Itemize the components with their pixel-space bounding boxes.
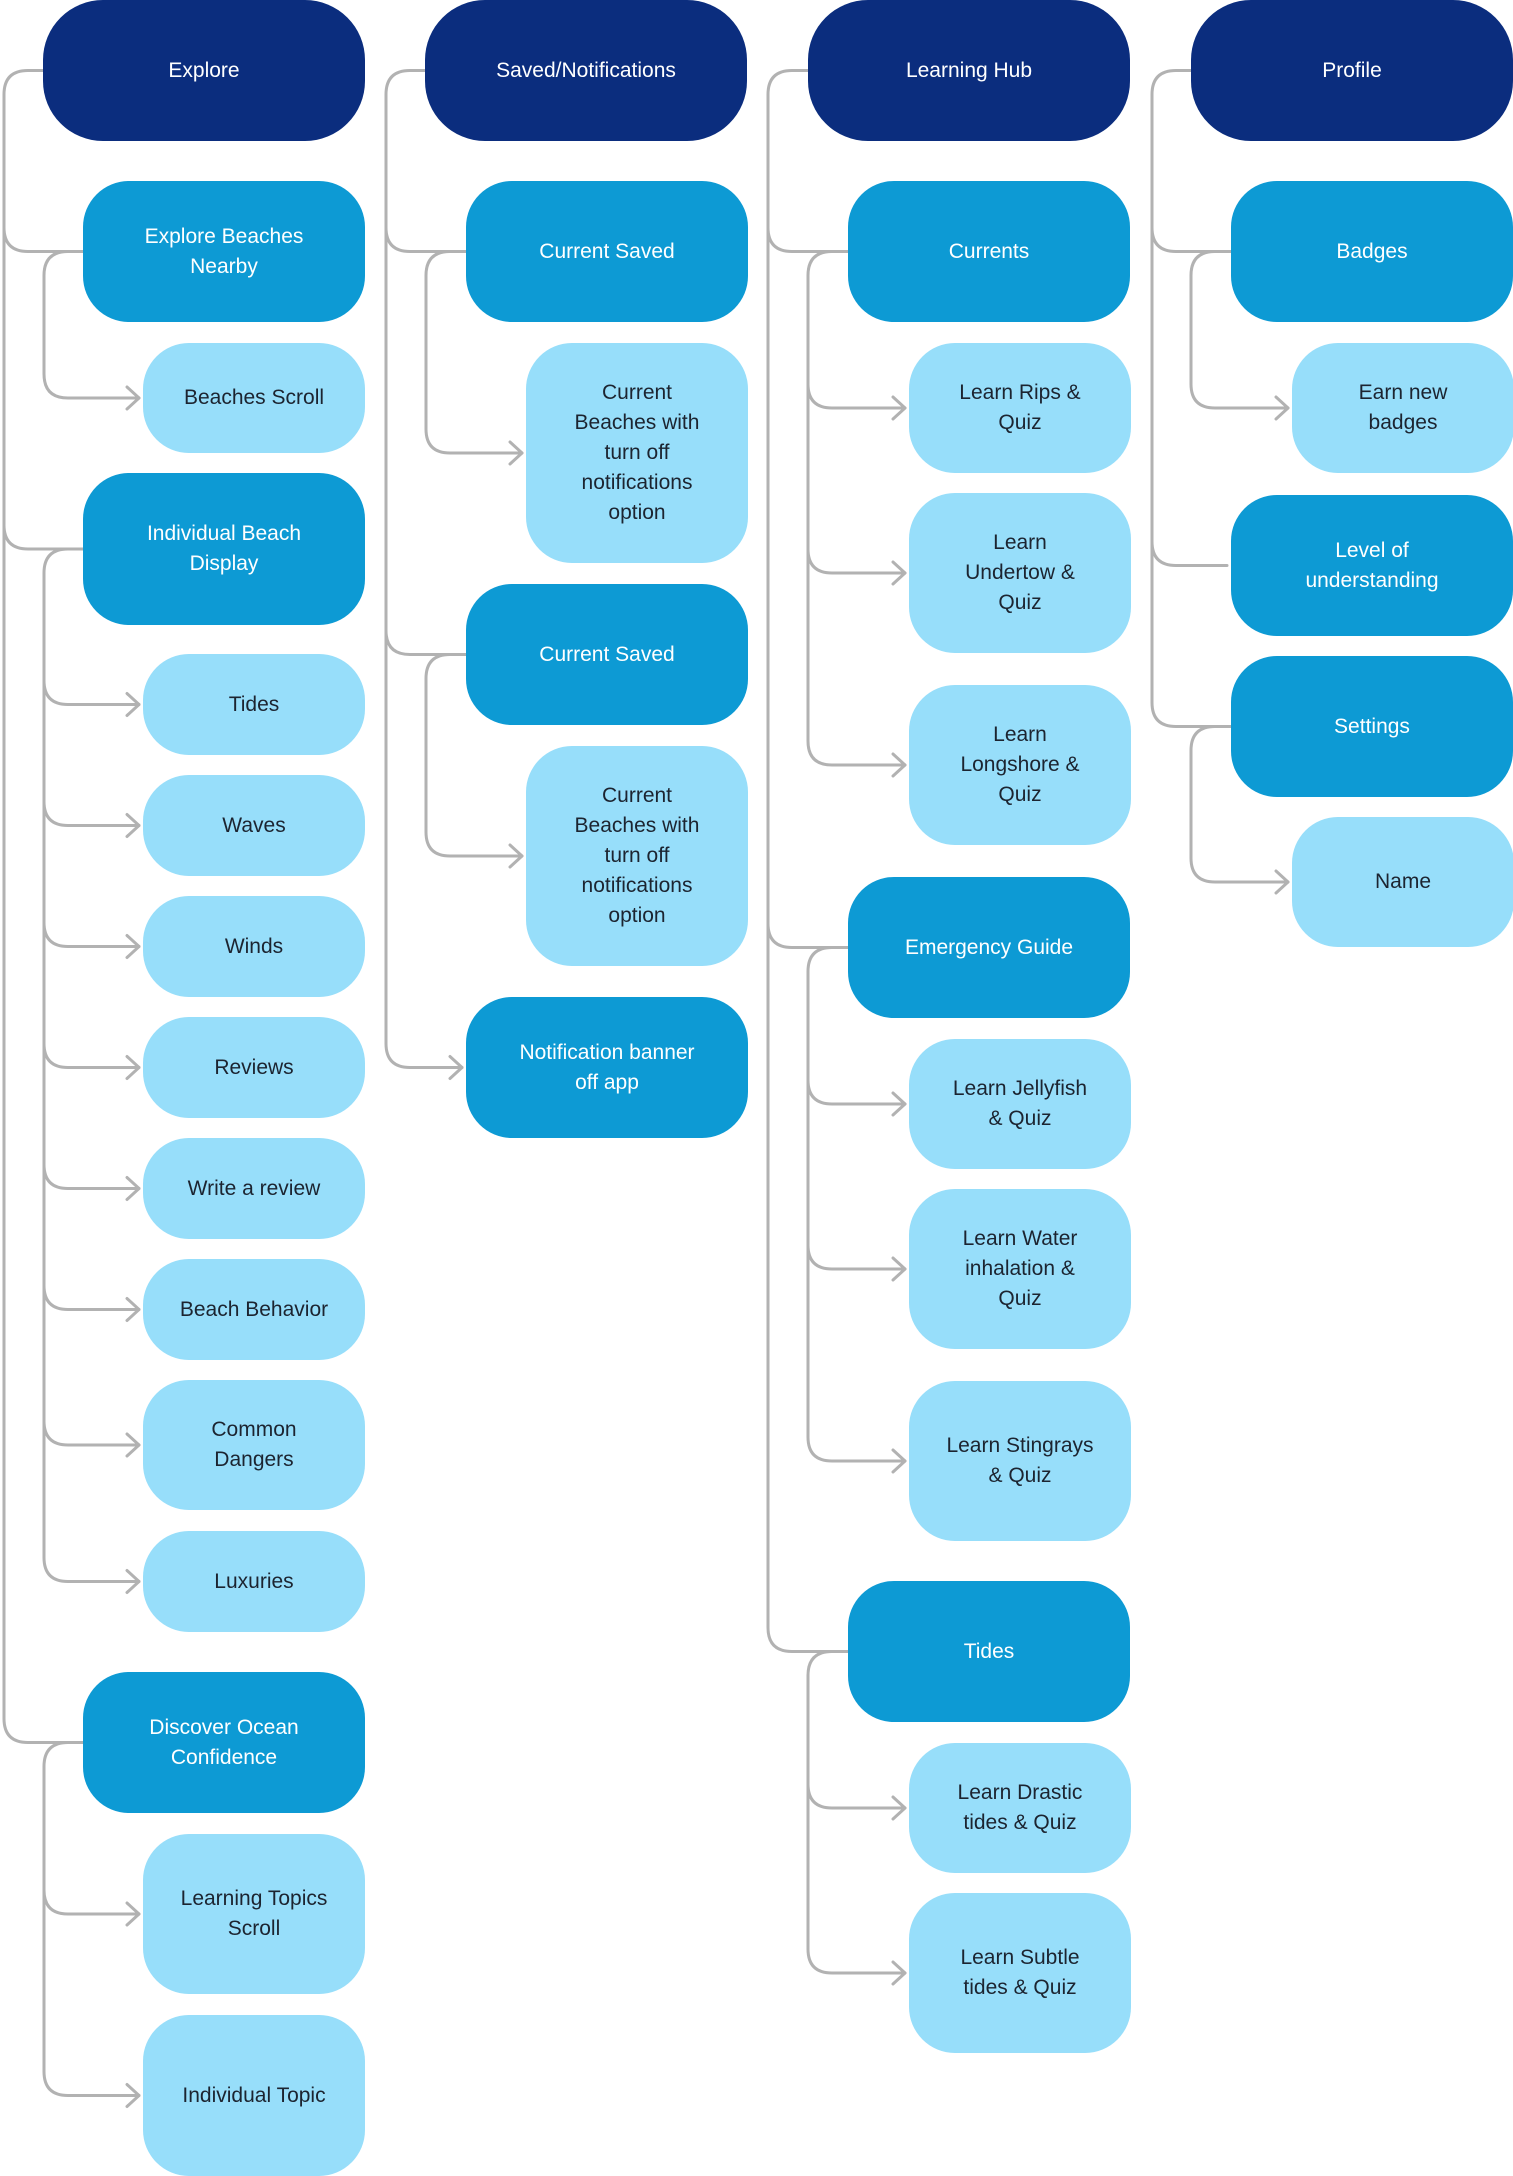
learning-hub-tides-sub-top <box>806 1650 850 1677</box>
learning-hub-emergency-guide-child[interactable]: Learn Water inhalation & Quiz <box>909 1189 1131 1349</box>
learning-hub-currents-child-connector <box>806 547 907 767</box>
learning-hub-currents-child-connector <box>806 382 907 575</box>
explore-individual-beach-display-child[interactable]: Common Dangers <box>143 1380 365 1510</box>
explore-individual-beach-display-child[interactable]: Winds <box>143 896 365 997</box>
profile-trunk-top <box>1150 69 1193 96</box>
explore-discover-ocean-confidence-sub-top <box>42 1741 85 1768</box>
profile-settings-sub-top <box>1189 725 1233 752</box>
explore-individual-beach-display-child-connector-arrowhead <box>125 934 141 959</box>
learning-hub-emergency-guide-child[interactable]: Learn Stingrays & Quiz <box>909 1381 1131 1541</box>
learning-hub-emergency-guide-connector <box>766 226 846 949</box>
explore-individual-beach-display-child-connector-arrowhead <box>125 1569 141 1594</box>
explore-discover-ocean-confidence-node[interactable]: Discover Ocean Confidence <box>83 1672 365 1813</box>
profile-level-of-understanding-node[interactable]: Level of understanding <box>1231 495 1513 636</box>
learning-hub-currents-sub-top <box>806 250 850 277</box>
explore-individual-beach-display-child-connector-arrowhead <box>125 692 141 717</box>
explore-individual-beach-display-child-connector-arrowhead <box>125 1055 141 1080</box>
learning-hub-emergency-guide-child-connector <box>806 1078 907 1271</box>
explore-individual-beach-display-child[interactable]: Luxuries <box>143 1531 365 1632</box>
profile-settings-node[interactable]: Settings <box>1231 656 1513 797</box>
learning-hub-currents-child[interactable]: Learn Longshore & Quiz <box>909 685 1131 845</box>
learning-hub-currents-node[interactable]: Currents <box>848 181 1130 322</box>
explore-individual-beach-display-child[interactable]: Reviews <box>143 1017 365 1118</box>
saved-notifications-current-saved-child-connector <box>424 274 524 455</box>
explore-explore-beaches-nearby-sub-top <box>42 250 85 277</box>
learning-hub-emergency-guide-child-connector-arrowhead <box>891 1091 907 1117</box>
explore-discover-ocean-confidence-connector <box>2 523 81 1744</box>
learning-hub-currents-child-connector-arrowhead <box>891 560 907 586</box>
learning-hub-currents-child-connector-arrowhead <box>891 395 907 421</box>
saved-notifications-current-saved-child-connector-arrowhead <box>508 440 524 466</box>
explore-trunk-top <box>2 69 45 96</box>
learning-hub-currents-child-connector-arrowhead <box>891 752 907 778</box>
explore-individual-beach-display-child[interactable]: Tides <box>143 654 365 755</box>
learning-hub-tides-child-connector-arrowhead <box>891 1960 907 1986</box>
explore-discover-ocean-confidence-child[interactable]: Learning Topics Scroll <box>143 1834 365 1994</box>
explore-individual-beach-display-child[interactable]: Beach Behavior <box>143 1259 365 1360</box>
learning-hub-emergency-guide-sub-top <box>806 946 850 973</box>
saved-notifications-current-saved-node[interactable]: Current Saved <box>466 181 748 322</box>
learning-hub-tides-connector <box>766 922 846 1653</box>
explore-individual-beach-display-child[interactable]: Waves <box>143 775 365 876</box>
saved-notifications-current-saved-child[interactable]: Current Beaches with turn off notificati… <box>526 343 748 563</box>
saved-notifications-current-saved-sub-top <box>424 250 468 277</box>
learning-hub-emergency-guide-child-connector-arrowhead <box>891 1256 907 1282</box>
explore-individual-beach-display-child-connector-arrowhead <box>125 1297 141 1322</box>
saved-notifications-trunk-top <box>384 69 427 96</box>
learning-hub-tides-child[interactable]: Learn Drastic tides & Quiz <box>909 1743 1131 1873</box>
explore-individual-beach-display-child-connector-arrowhead <box>125 813 141 838</box>
explore-discover-ocean-confidence-child[interactable]: Individual Topic <box>143 2015 365 2176</box>
explore-discover-ocean-confidence-child-connector <box>42 1888 141 2097</box>
profile-badges-sub-top <box>1189 250 1233 277</box>
profile-settings-child-connector-arrowhead <box>1274 869 1290 895</box>
explore-explore-beaches-nearby-node[interactable]: Explore Beaches Nearby <box>83 181 365 322</box>
profile-badges-child[interactable]: Earn new badges <box>1292 343 1513 473</box>
learning-hub-tides-child-connector <box>806 1782 907 1975</box>
explore-individual-beach-display-child[interactable]: Write a review <box>143 1138 365 1239</box>
explore-individual-beach-display-node[interactable]: Individual Beach Display <box>83 473 365 625</box>
learning-hub-tides-child[interactable]: Learn Subtle tides & Quiz <box>909 1893 1131 2053</box>
profile-header[interactable]: Profile <box>1191 0 1513 141</box>
saved-notifications-current-saved-child[interactable]: Current Beaches with turn off notificati… <box>526 746 748 966</box>
explore-explore-beaches-nearby-child-connector <box>42 274 141 400</box>
learning-hub-currents-child[interactable]: Learn Undertow & Quiz <box>909 493 1131 653</box>
saved-notifications-current-saved-connector <box>384 226 464 656</box>
explore-discover-ocean-confidence-child-connector-arrowhead <box>125 2083 141 2108</box>
explore-individual-beach-display-sub-top <box>42 547 85 575</box>
explore-discover-ocean-confidence-child-connector-arrowhead <box>125 1901 141 1927</box>
explore-individual-beach-display-child-connector <box>42 1419 141 1583</box>
profile-settings-child-connector <box>1189 749 1290 884</box>
learning-hub-currents-child[interactable]: Learn Rips & Quiz <box>909 343 1131 473</box>
profile-settings-connector <box>1150 540 1229 728</box>
learning-hub-trunk-top <box>766 69 810 96</box>
learning-hub-emergency-guide-child-connector <box>806 1243 907 1463</box>
profile-badges-child-connector-arrowhead <box>1274 395 1290 421</box>
saved-notifications-notification-banner-off-app-connector-arrowhead <box>448 1055 464 1080</box>
saved-notifications-current-saved-node[interactable]: Current Saved <box>466 584 748 725</box>
learning-hub-tides-node[interactable]: Tides <box>848 1581 1130 1722</box>
saved-notifications-notification-banner-off-app-node[interactable]: Notification banner off app <box>466 997 748 1138</box>
explore-individual-beach-display-connector <box>2 226 81 551</box>
learning-hub-emergency-guide-child-connector-arrowhead <box>891 1448 907 1474</box>
explore-individual-beach-display-child-connector-arrowhead <box>125 1432 141 1458</box>
explore-header[interactable]: Explore <box>43 0 365 141</box>
profile-badges-child-connector <box>1189 274 1290 410</box>
explore-explore-beaches-nearby-child[interactable]: Beaches Scroll <box>143 343 365 453</box>
saved-notifications-notification-banner-off-app-connector <box>384 629 464 1069</box>
explore-explore-beaches-nearby-child-connector-arrowhead <box>125 385 141 411</box>
saved-notifications-current-saved-sub-top <box>424 653 468 680</box>
profile-badges-node[interactable]: Badges <box>1231 181 1513 322</box>
explore-individual-beach-display-child-connector-arrowhead <box>125 1176 141 1201</box>
saved-notifications-header[interactable]: Saved/Notifications <box>425 0 747 141</box>
learning-hub-header[interactable]: Learning Hub <box>808 0 1130 141</box>
learning-hub-emergency-guide-node[interactable]: Emergency Guide <box>848 877 1130 1018</box>
saved-notifications-current-saved-child-connector <box>424 677 524 858</box>
learning-hub-emergency-guide-child[interactable]: Learn Jellyfish & Quiz <box>909 1039 1131 1169</box>
profile-settings-child[interactable]: Name <box>1292 817 1513 947</box>
learning-hub-tides-child-connector-arrowhead <box>891 1795 907 1821</box>
saved-notifications-current-saved-child-connector-arrowhead <box>508 843 524 869</box>
